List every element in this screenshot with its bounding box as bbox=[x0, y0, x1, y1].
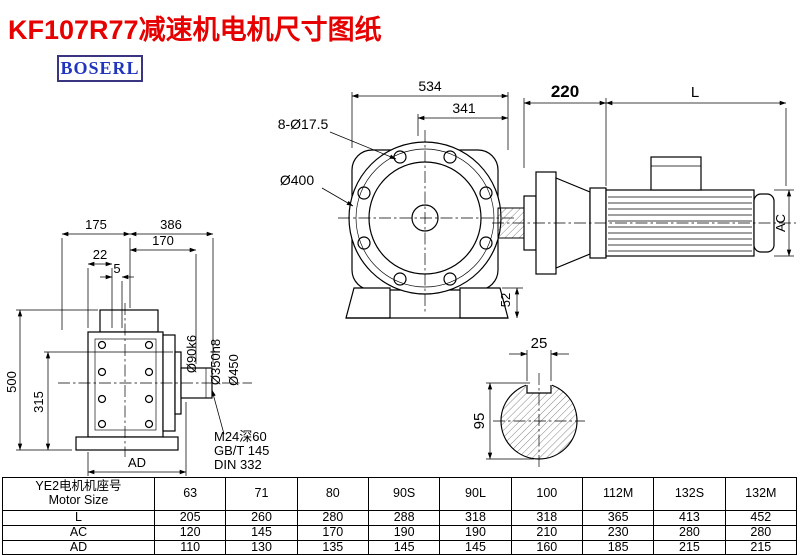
motor-size-col: 112M bbox=[581, 477, 655, 511]
flange-dia-label: Ø400 bbox=[280, 172, 314, 188]
table-cell: 160 bbox=[510, 539, 583, 555]
table-cell: 365 bbox=[581, 510, 655, 526]
motor-size-col: 132M bbox=[724, 477, 798, 511]
page-title: KF107R77减速机电机尺寸图纸 bbox=[8, 15, 382, 45]
gearbox-front-view bbox=[338, 130, 515, 319]
row-label: L bbox=[2, 510, 155, 526]
dim-5-label: 5 bbox=[113, 261, 120, 276]
shaft-section-view: 25 95 bbox=[471, 335, 585, 467]
flange-dia-side-label: Ø450 bbox=[226, 354, 241, 386]
spigot-dia-label: Ø350h8 bbox=[208, 339, 223, 385]
header-cn: YE2电机机座号 bbox=[35, 479, 122, 494]
table-cell: 210 bbox=[510, 524, 583, 541]
tapped-hole-label: M24深60 bbox=[214, 429, 267, 444]
motor-size-col: 80 bbox=[296, 477, 369, 511]
gearbox-body bbox=[87, 331, 164, 438]
header-en: Motor Size bbox=[48, 493, 109, 507]
dim-170-label: 170 bbox=[152, 233, 174, 248]
table-cell: 230 bbox=[581, 524, 655, 541]
bolt-holes-label: 8-Ø17.5 bbox=[278, 116, 329, 132]
dim-386-label: 386 bbox=[160, 217, 182, 232]
table-cell: 145 bbox=[439, 539, 512, 555]
dim-AC-label: AC bbox=[773, 214, 788, 232]
table-cell: 120 bbox=[153, 524, 227, 541]
side-view-dimensions: 175 386 170 22 5 500 315 Ø90k6 Ø350h8 Ø4… bbox=[4, 217, 269, 476]
table-cell: 260 bbox=[225, 510, 298, 526]
base-plate bbox=[75, 436, 179, 451]
flange-bolt-holes bbox=[357, 150, 493, 286]
spec-table: YE2电机机座号 Motor Size 63 71 80 90S 90L 100… bbox=[2, 477, 798, 555]
dim-341-label: 341 bbox=[452, 100, 476, 116]
front-view-dimensions: 534 341 8-Ø17.5 Ø400 52 bbox=[278, 78, 523, 319]
dim-22-label: 22 bbox=[93, 247, 107, 262]
table-cell: 288 bbox=[367, 510, 441, 526]
table-cell: 190 bbox=[367, 524, 441, 541]
table-row: L 205 260 280 288 318 318 365 413 452 bbox=[2, 510, 798, 526]
table-header-row: YE2电机机座号 Motor Size 63 71 80 90S 90L 100… bbox=[2, 477, 798, 511]
shaft-center-hole bbox=[411, 204, 439, 232]
table-cell: 190 bbox=[439, 524, 512, 541]
dim-534-label: 534 bbox=[418, 78, 442, 94]
table-cell: 452 bbox=[724, 510, 798, 526]
terminal-box bbox=[650, 156, 702, 191]
std-gb-label: GB/T 145 bbox=[214, 443, 269, 458]
table-cell: 205 bbox=[153, 510, 227, 526]
table-cell: 280 bbox=[296, 510, 369, 526]
dim-AD-label: AD bbox=[128, 455, 146, 470]
table-cell: 145 bbox=[367, 539, 441, 555]
table-cell: 145 bbox=[225, 524, 298, 541]
table-row: AD 110 130 135 145 145 160 185 215 215 bbox=[2, 539, 798, 555]
row-label: AD bbox=[2, 539, 155, 555]
row-label: AC bbox=[2, 524, 155, 541]
dim-315-label: 315 bbox=[31, 391, 46, 413]
table-cell: 318 bbox=[439, 510, 512, 526]
dim-175-label: 175 bbox=[85, 217, 107, 232]
table-cell: 280 bbox=[724, 524, 798, 541]
motor-side-view bbox=[492, 156, 796, 275]
dim-500-label: 500 bbox=[4, 371, 19, 393]
motor-fins bbox=[608, 196, 752, 252]
motor-size-col: 100 bbox=[510, 477, 583, 511]
dim-220-label: 220 bbox=[551, 82, 579, 101]
table-cell: 170 bbox=[296, 524, 369, 541]
shaft-dia-label: Ø90k6 bbox=[184, 335, 199, 373]
motor-size-col: 71 bbox=[225, 477, 298, 511]
dim-95-label: 95 bbox=[471, 413, 488, 430]
motor-size-col: 63 bbox=[153, 477, 227, 511]
motor-dimensions: 220 L AC bbox=[523, 82, 794, 257]
table-row: AC 120 145 170 190 190 210 230 280 280 bbox=[2, 524, 798, 541]
dim-L-label: L bbox=[691, 84, 699, 101]
std-din-label: DIN 332 bbox=[214, 457, 262, 472]
motor-size-col: 90L bbox=[439, 477, 512, 511]
keyway bbox=[526, 385, 552, 394]
table-cell: 318 bbox=[510, 510, 583, 526]
gearbox-side-view bbox=[58, 303, 252, 457]
face-bolt-holes bbox=[97, 340, 154, 429]
motor-size-header-cell: YE2电机机座号 Motor Size bbox=[2, 477, 155, 511]
motor-size-col: 90S bbox=[367, 477, 441, 511]
dim-52-label: 52 bbox=[498, 293, 513, 307]
motor-size-col: 132S bbox=[653, 477, 726, 511]
brand-logo: BOSERL bbox=[57, 55, 143, 82]
table-cell: 280 bbox=[653, 524, 726, 541]
table-cell: 413 bbox=[653, 510, 726, 526]
dim-25-label: 25 bbox=[531, 335, 548, 352]
